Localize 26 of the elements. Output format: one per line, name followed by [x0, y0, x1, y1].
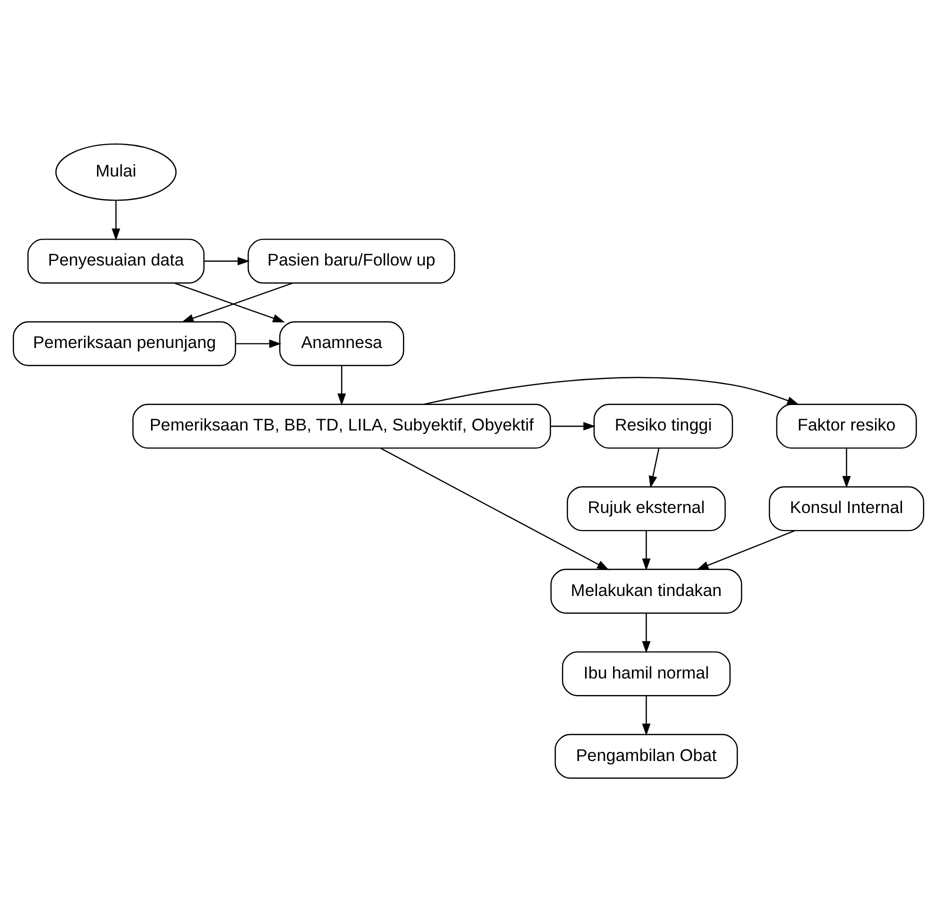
node-box: Pemeriksaan TB, BB, TD, LILA, Subyektif, Obyektif	[132, 404, 552, 449]
arrow	[424, 377, 800, 405]
arrow	[236, 339, 282, 348]
arrow	[642, 696, 651, 736]
node-box: Faktor resiko	[776, 404, 917, 449]
node-ellipse: Mulai	[55, 143, 177, 201]
arrow	[550, 422, 596, 430]
arrow	[204, 256, 250, 266]
arrow	[380, 448, 610, 570]
node-box: Pemeriksaan penunjang	[12, 321, 236, 366]
node-box: Melakukan tindakan	[550, 568, 742, 614]
arrow	[112, 200, 120, 241]
node-box: Resiko tinggi	[594, 404, 734, 449]
node-box: Pengambilan Obat	[554, 734, 738, 779]
arrow	[642, 614, 651, 654]
node-box: Rujuk eksternal	[566, 486, 726, 532]
node-box: Ibu hamil normal	[562, 651, 731, 696]
node-box: Pasien baru/Follow up	[248, 238, 456, 284]
node-box: Konsul Internal	[768, 486, 924, 532]
arrow	[642, 531, 651, 571]
arrow	[696, 530, 795, 570]
node-box: Penyesuaian data	[27, 238, 205, 284]
arrow	[648, 448, 660, 488]
arrow	[842, 448, 851, 488]
arrow	[337, 366, 346, 406]
node-box: Anamnesa	[279, 321, 404, 366]
